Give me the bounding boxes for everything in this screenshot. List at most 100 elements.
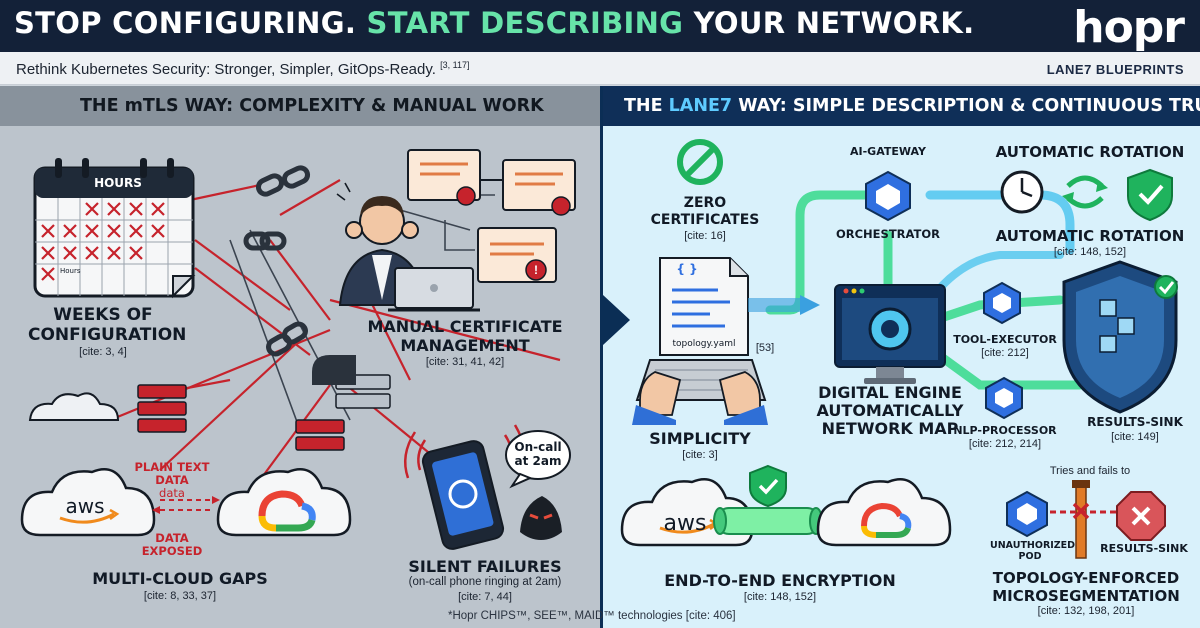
manual-cert-label-2: MANAGEMENT [400,336,530,355]
barrier-icon [1050,480,1116,559]
ai-gateway-label: AI-GATEWAY [850,145,926,158]
headline: STOP CONFIGURING. START DESCRIBING YOUR … [14,6,974,40]
oncall-text-2: at 2am [514,454,562,468]
data-exposed-label-2: EXPOSED [141,544,203,558]
right-title-part-3: WAY: SIMPLE DESCRIPTION & CONTINUOUS TRU… [732,96,1200,116]
engine-label-1: DIGITAL ENGINE [818,383,962,402]
right-title-band [603,86,1200,126]
nlp-processor-k8s-icon [985,376,1023,420]
certificate-icon-2 [502,159,576,216]
topology-label-2: MICROSEGMENTATION [992,587,1180,605]
plain-text-label-1: PLAIN TEXT [134,460,210,474]
results-sink-label: RESULTS-SINK [1087,415,1183,429]
headline-part-1: STOP CONFIGURING. [14,6,367,40]
oncall-speech-bubble [505,430,571,489]
footer-note: *Hopr CHIPS™, SEE™, MAID™ technologies [… [448,610,736,622]
zero-certs-label-2: CERTIFICATES [650,212,760,228]
yaml-document-icon [659,257,749,356]
laptop-typing-icon [632,359,768,425]
subtitle-text: Rethink Kubernetes Security: Stronger, S… [16,61,436,78]
tool-executor-label: TOOL-EXECUTOR [953,333,1057,346]
ringing-phone-icon [403,424,527,550]
right-title-lane7: LANE7 [668,96,733,116]
silent-failures-label: SILENT FAILURES [408,557,562,576]
tries-and-fails-text: Tries and fails to [1049,465,1131,477]
nlp-processor-label: NLP-PROCESSOR [953,424,1057,437]
topology-cite: [cite: 132, 198, 201] [1037,605,1135,617]
panel-divider-arrow [600,126,630,628]
yaml-filename: topology.yaml [672,339,736,349]
e2e-encryption-cite: [cite: 148, 152] [743,591,817,603]
digital-engine-monitor-icon [834,284,946,384]
simplicity-label: SIMPLICITY [649,429,751,448]
arrow-icon [800,295,820,315]
subtitle: Rethink Kubernetes Security: Stronger, S… [16,60,469,78]
silent-failures-cite: [cite: 7, 44] [458,591,512,603]
manual-cert-label-1: MANUAL CERTIFICATE [367,317,563,336]
subtitle-cite: [3, 117] [440,60,470,70]
orchestrator-label: ORCHESTRATOR [835,227,941,241]
auto-rotation-cite: [cite: 148, 152] [1053,246,1127,258]
auto-rotation-top: AUTOMATIC ROTATION [995,143,1185,161]
server-rack-icon [137,384,187,433]
yaml-code-glyph: { } [676,262,698,276]
certificate-icon-3: ! [477,227,557,283]
right-panel-title: THE LANE7 WAY: SIMPLE DESCRIPTION & CONT… [624,96,1200,116]
chain-icon [243,231,308,357]
green-shield-check-icon [1127,168,1173,222]
manual-cert-cite: [cite: 31, 41, 42] [425,356,505,368]
plain-text-label-3: data [159,486,185,500]
dark-wires [229,194,495,431]
unauthorized-pod-k8s-icon [1006,490,1048,538]
multicloud-label: MULTI-CLOUD GAPS [92,569,268,588]
weeks-cite: [cite: 3, 4] [79,346,127,358]
unauthorized-label-1: UNAUTHORIZED [990,540,1076,551]
folder-icon [312,355,356,385]
server-rack-icon-2 [295,419,345,451]
google-cloud-logo-2 [861,502,912,538]
gremlin-icon [520,496,562,540]
zero-certs-cite: [cite: 16] [684,230,726,242]
unauthorized-label-2: POD [1018,551,1042,562]
headline-part-3: YOUR NETWORK. [683,6,975,40]
tool-executor-k8s-icon [983,281,1021,325]
subtitle-bar: Rethink Kubernetes Security: Stronger, S… [0,52,1200,85]
google-cloud-logo [258,490,316,532]
results-sink-label-2: RESULTS-SINK [1100,542,1188,555]
svg-text:!: ! [534,263,538,277]
ai-gateway-k8s-icon [865,170,911,222]
brand-tag: LANE7 BLUEPRINTS [1046,62,1184,77]
calendar-small-label: Hours [60,267,81,275]
left-title-band [0,86,600,126]
dashed-data-lines [160,499,212,511]
clock-icon [1000,170,1044,214]
zero-certs-label-1: ZERO [683,195,727,211]
aws-cloud-icon [20,468,156,537]
green-shield-check-icon-2 [749,464,787,508]
cloud-icon [28,392,120,421]
yaml-cite: [53] [755,342,775,354]
blocked-octagon-icon [1116,491,1166,541]
silent-failures-desc: (on-call phone ringing at 2am) [408,576,562,588]
left-panel-title: THE mTLS WAY: COMPLEXITY & MANUAL WORK [80,96,544,116]
broken-chain-icon [255,165,311,197]
calendar-header-label: HOURS [94,176,142,190]
encrypted-tunnel-icon [713,507,823,535]
certificate-icon [407,149,481,206]
no-certificate-icon [677,139,723,185]
calendar-icon [33,158,196,299]
engine-label-2: AUTOMATICALLY [816,401,964,420]
multicloud-cite: [cite: 8, 33, 37] [143,590,217,602]
stressed-engineer-icon [336,182,480,312]
data-exposed-label-1: DATA [155,531,189,545]
rotation-arrows-icon [1066,175,1104,209]
e2e-encryption-label: END-TO-END ENCRYPTION [664,571,896,590]
google-cloud-icon [216,468,352,537]
right-title-part-1: THE [624,96,669,116]
aws-logo-text: aws [65,494,105,518]
oncall-text-1: On-call [514,440,562,454]
results-sink-cite: [cite: 149] [1111,431,1159,443]
simplicity-cite: [cite: 3] [682,449,718,461]
tool-executor-cite: [cite: 212] [981,347,1029,359]
